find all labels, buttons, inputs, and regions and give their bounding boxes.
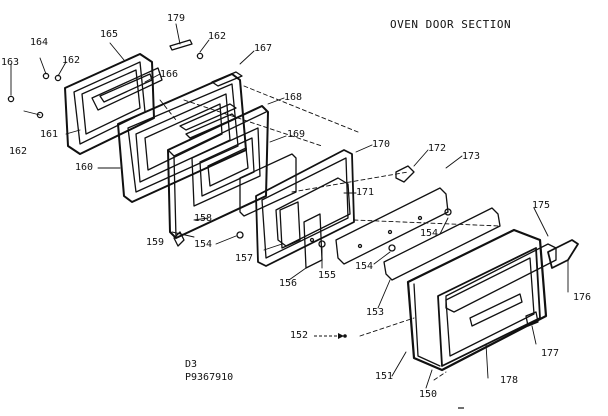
inner-door-panel	[167, 103, 269, 239]
label-156: 156	[279, 278, 298, 289]
label-163: 163	[1, 57, 20, 68]
label-152: 152	[290, 330, 309, 341]
diagram-title: OVEN DOOR SECTION	[390, 18, 512, 31]
label-162-top: 162	[208, 31, 227, 42]
door-handle	[547, 239, 579, 269]
footer-model: P9367910	[185, 372, 234, 383]
outer-door	[406, 228, 548, 372]
arrow-152	[314, 333, 347, 339]
oven-window	[239, 153, 297, 217]
spring-clip	[525, 311, 539, 327]
label-159: 159	[146, 237, 165, 248]
label-162-left: 162	[62, 55, 81, 66]
label-168: 168	[284, 92, 303, 103]
label-172: 172	[428, 143, 447, 154]
label-166: 166	[160, 69, 179, 80]
label-167: 167	[254, 43, 273, 54]
hinge-screw	[318, 240, 326, 248]
lower-frame	[173, 231, 185, 247]
label-153: 153	[366, 307, 385, 318]
screw-c	[236, 231, 244, 239]
label-157: 157	[235, 253, 254, 264]
label-154-left: 154	[194, 239, 213, 250]
footer-code: D3	[185, 359, 198, 370]
label-170: 170	[372, 139, 391, 150]
label-151: 151	[375, 371, 394, 382]
label-178: 178	[500, 375, 519, 386]
label-155: 155	[318, 270, 337, 281]
label-161: 161	[40, 129, 59, 140]
bottom-strip	[383, 207, 501, 281]
label-164: 164	[30, 37, 49, 48]
glass-panel-inner	[91, 67, 163, 111]
door-strip	[335, 187, 449, 265]
label-165: 165	[100, 29, 119, 40]
label-158: 158	[194, 213, 213, 224]
screw-a	[444, 208, 452, 216]
top-clip	[211, 71, 243, 87]
window-pack-frame	[117, 73, 247, 203]
handle-bracket	[395, 165, 415, 183]
hinge	[303, 213, 323, 269]
hinge-bracket	[279, 201, 301, 249]
label-177: 177	[541, 348, 560, 359]
label-173: 173	[462, 151, 481, 162]
label-162-bottom: 162	[9, 146, 28, 157]
label-154-right: 154	[420, 228, 439, 239]
label-175: 175	[532, 200, 551, 211]
screw-b	[388, 244, 396, 252]
label-179: 179	[167, 13, 186, 24]
label-169: 169	[287, 129, 306, 140]
label-154-middle: 154	[355, 261, 374, 272]
baffle-panel	[275, 177, 351, 247]
label-176: 176	[573, 292, 592, 303]
insulation-panel	[255, 149, 355, 267]
label-171: 171	[356, 187, 375, 198]
label-150: 150	[419, 389, 438, 400]
label-160: 160	[75, 162, 94, 173]
